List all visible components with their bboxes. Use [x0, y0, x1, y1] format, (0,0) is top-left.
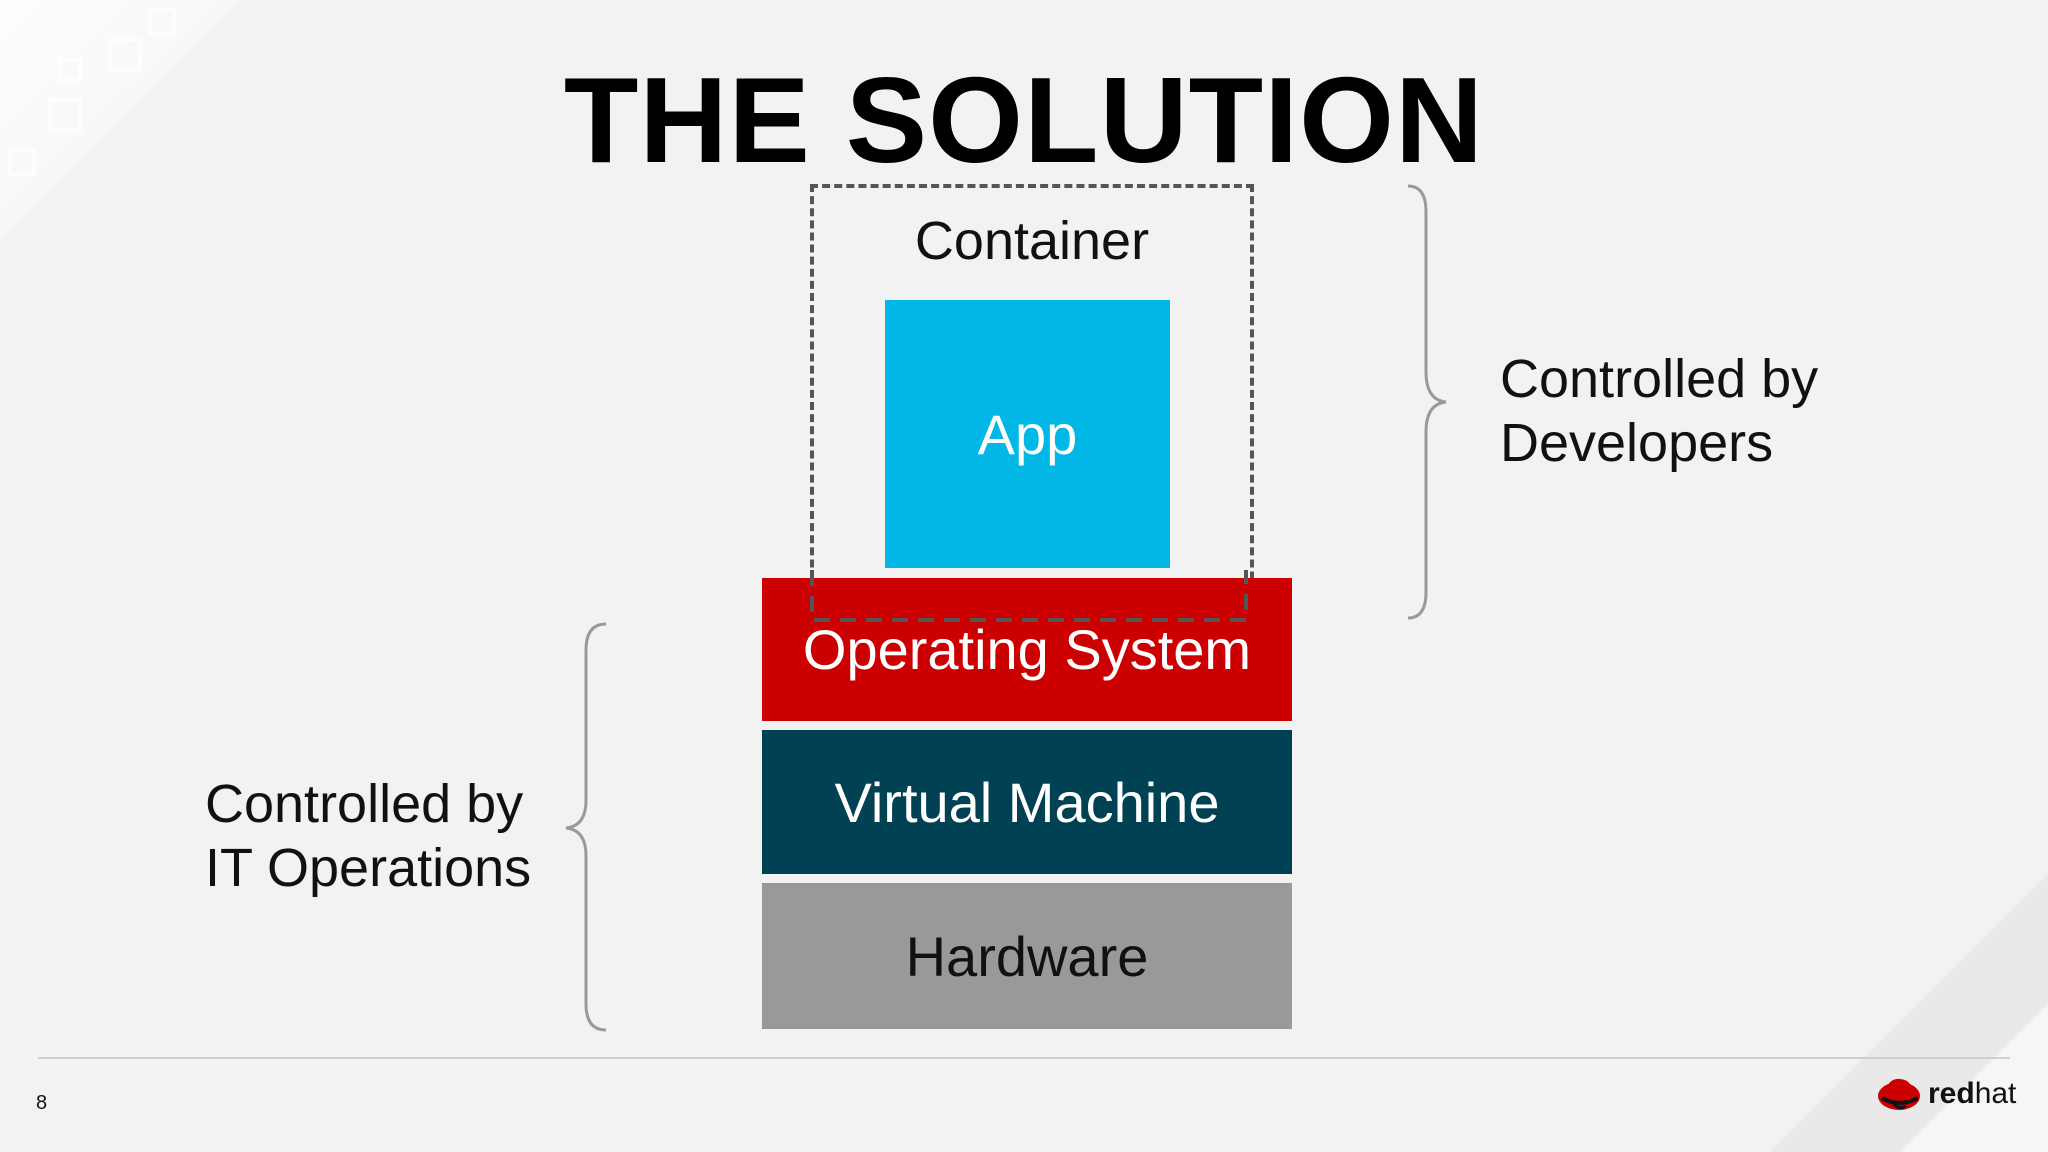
hardware-layer: Hardware	[762, 883, 1292, 1029]
footer-divider	[38, 1057, 2010, 1059]
slide-title: THE SOLUTION	[563, 52, 1485, 188]
wordmark-hat: hat	[1974, 1077, 2017, 1110]
developers-line1: Controlled by	[1500, 349, 1819, 409]
virtual-machine-layer: Virtual Machine	[762, 730, 1292, 874]
operations-line1: Controlled by	[205, 774, 524, 834]
developers-brace	[1407, 184, 1447, 620]
operations-line2: IT Operations	[205, 838, 532, 898]
vm-label: Virtual Machine	[834, 770, 1220, 834]
developers-annotation: Controlled by Developers	[1500, 347, 1818, 475]
operating-system-layer: Operating System	[762, 578, 1292, 721]
hardware-label: Hardware	[905, 924, 1149, 988]
wordmark-red: red	[1928, 1077, 1975, 1110]
container-dashed-overlay	[810, 570, 1248, 622]
redhat-fedora-icon	[1878, 1078, 1920, 1110]
operations-annotation: Controlled by IT Operations	[205, 772, 531, 900]
redhat-logo: redhat	[1876, 1074, 2016, 1114]
redhat-wordmark: redhat	[1928, 1077, 2016, 1111]
developers-line2: Developers	[1500, 413, 1774, 473]
app-block: App	[885, 300, 1170, 568]
container-label: Container	[914, 211, 1150, 271]
page-number: 8	[36, 1092, 48, 1114]
app-label: App	[977, 402, 1078, 466]
os-label: Operating System	[802, 618, 1252, 681]
operations-brace	[565, 622, 607, 1032]
